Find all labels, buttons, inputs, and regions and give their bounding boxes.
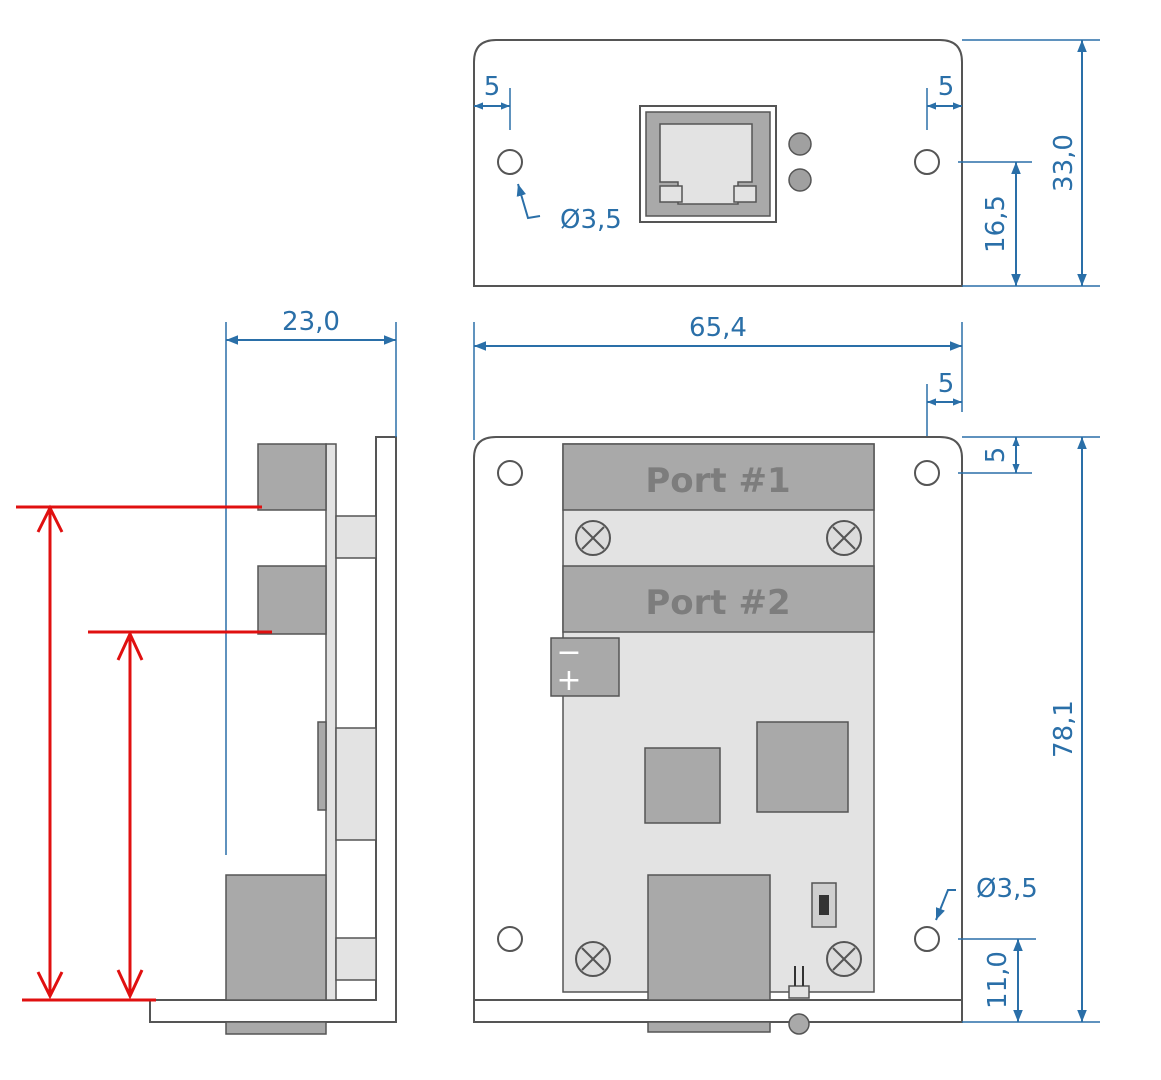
- led-indicator-2: [788, 168, 812, 192]
- side-view: 23,0: [16, 307, 397, 1035]
- top-mounting-hole-top-right: [914, 460, 940, 486]
- power-plus-sign: +: [556, 663, 581, 698]
- port-1-terminal-block: [562, 443, 875, 511]
- side-standoff-top: [335, 515, 377, 559]
- screw-icon: [575, 520, 611, 556]
- led-indicator-1: [788, 132, 812, 156]
- top-mounting-hole-bottom-right: [914, 926, 940, 952]
- dim-top-hole-right: 5: [938, 369, 955, 399]
- ic-chip-large: [756, 721, 849, 813]
- screw-icon: [826, 941, 862, 977]
- side-port-2-connector: [257, 565, 327, 635]
- red-annotation: [16, 504, 272, 1002]
- port-2-terminal-block: [562, 565, 875, 633]
- front-view: 5 5 Ø3,5 16,5 33,0: [473, 39, 1100, 287]
- leader-front-hole-diameter: [516, 183, 541, 220]
- screw-icon: [575, 941, 611, 977]
- top-led-bottom: [788, 1013, 810, 1035]
- rj45-jack: [639, 105, 777, 223]
- power-minus-sign: −: [556, 635, 581, 670]
- dip-switch-knob: [819, 895, 829, 915]
- dim-front-hole-left: 5: [484, 72, 501, 102]
- top-mounting-hole-top-left: [497, 460, 523, 486]
- leader-top-hole-diameter: [935, 889, 956, 921]
- screw-icon: [826, 520, 862, 556]
- side-small-component: [317, 721, 327, 811]
- ic-chip-small: [644, 747, 721, 824]
- dim-front-total-height: 33,0: [1049, 134, 1079, 192]
- dim-top-hole-diameter: Ø3,5: [976, 874, 1038, 904]
- top-mounting-hole-bottom-left: [497, 926, 523, 952]
- side-foot: [225, 1021, 327, 1035]
- dim-front-hole-diameter: Ø3,5: [560, 205, 622, 235]
- front-mounting-hole-right: [914, 149, 940, 175]
- dim-top-total-length: 78,1: [1049, 700, 1079, 758]
- port-2-label: Port #2: [645, 583, 790, 623]
- dim-front-hole-height: 16,5: [981, 195, 1011, 253]
- side-pcb: [325, 443, 337, 1001]
- dim-top-width: 65,4: [689, 313, 747, 343]
- top-bracket-edge: [473, 999, 963, 1023]
- port-1-label: Port #1: [645, 461, 790, 501]
- power-connector: [550, 637, 620, 697]
- side-port-1-connector: [257, 443, 327, 511]
- side-standoff-bottom: [335, 937, 377, 981]
- dim-side-depth: 23,0: [282, 307, 340, 337]
- top-rj45-jack: [647, 874, 771, 1001]
- side-standoff-middle: [335, 727, 377, 841]
- dim-top-hole-top: 5: [981, 447, 1011, 464]
- jumper-header: [788, 985, 810, 999]
- top-view: 65,4 5 Port #1 Port: [473, 313, 1100, 1035]
- top-foot: [647, 1021, 771, 1033]
- front-mounting-hole-left: [497, 149, 523, 175]
- dim-front-hole-right: 5: [938, 72, 955, 102]
- dim-top-hole-bottom: 11,0: [983, 951, 1013, 1009]
- side-rj45-housing: [225, 874, 327, 1001]
